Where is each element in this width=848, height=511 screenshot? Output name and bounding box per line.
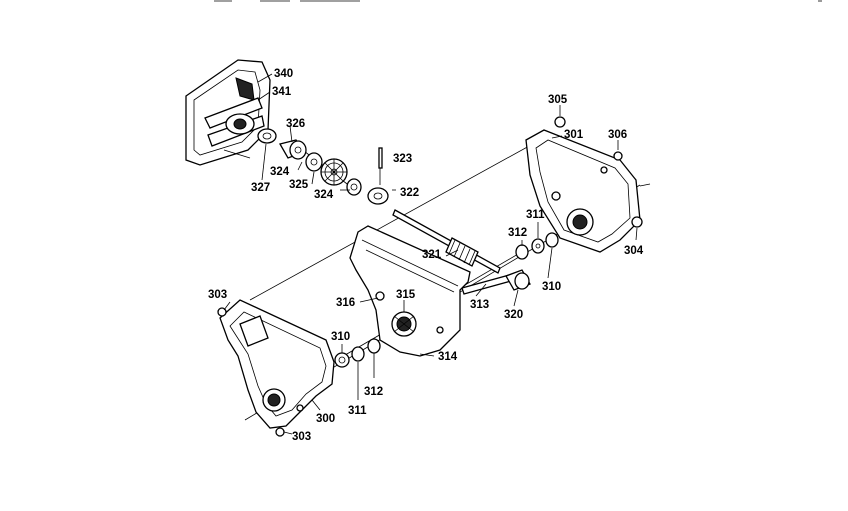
- part-327-washer: [257, 128, 277, 144]
- part-320-bushing: [505, 269, 531, 291]
- part-323-pin: [378, 147, 383, 169]
- callout-316: 316: [336, 297, 355, 309]
- callout-310-upper: 310: [542, 281, 561, 293]
- callout-323: 323: [393, 153, 412, 165]
- part-311-bushing-upper: [531, 238, 545, 254]
- part-316-bracket: [349, 225, 471, 357]
- part-303-screw-lower: [275, 427, 285, 437]
- part-340-housing-cover: [185, 59, 271, 166]
- callout-320: 320: [504, 309, 523, 321]
- part-301-right-housing: [525, 129, 651, 253]
- callout-341: 341: [272, 86, 292, 98]
- callout-312-upper: 312: [508, 227, 527, 239]
- callout-321: 321: [422, 249, 442, 261]
- callout-314: 314: [438, 351, 458, 363]
- part-324-gear: [320, 158, 348, 186]
- callout-301: 301: [564, 129, 584, 141]
- callout-labels: 340 341 326 324 327 325 324 323 322 305 …: [208, 68, 644, 443]
- callout-303-upper: 303: [208, 289, 227, 301]
- callout-325: 325: [289, 179, 309, 191]
- callout-322: 322: [400, 187, 419, 199]
- part-326-bushing: [279, 139, 307, 160]
- callout-305: 305: [548, 94, 568, 106]
- part-306-screw: [613, 151, 623, 161]
- callout-306: 306: [608, 129, 627, 141]
- part-311-bushing-lower: [351, 346, 365, 362]
- part-312-washer-lower: [367, 338, 381, 354]
- callout-300: 300: [316, 413, 335, 425]
- part-324-washer: [346, 178, 362, 196]
- callout-340: 340: [274, 68, 293, 80]
- part-322-washer: [367, 187, 389, 205]
- callout-304: 304: [624, 245, 644, 257]
- callout-326: 326: [286, 118, 305, 130]
- callout-311-lower: 311: [348, 405, 367, 417]
- part-321-worm-shaft: [392, 209, 501, 274]
- callout-312-lower: 312: [364, 386, 383, 398]
- part-310-washer-upper: [545, 232, 559, 248]
- part-305-nut: [554, 116, 566, 128]
- part-312-washer-upper: [515, 244, 529, 260]
- callout-315: 315: [396, 289, 416, 301]
- part-300-left-housing: [219, 299, 335, 429]
- callout-324-lower: 324: [314, 189, 334, 201]
- callout-324-upper: 324: [270, 166, 290, 178]
- callout-303-lower: 303: [292, 431, 311, 443]
- callout-313: 313: [470, 299, 489, 311]
- callout-310-lower: 310: [331, 331, 350, 343]
- part-310-washer-lower: [334, 352, 350, 368]
- part-304-screw: [631, 216, 643, 228]
- callout-327: 327: [251, 182, 270, 194]
- part-315-gear: [391, 311, 417, 337]
- part-325-washer: [305, 152, 323, 172]
- callout-311-upper: 311: [526, 209, 545, 221]
- leader-lines: [223, 73, 638, 435]
